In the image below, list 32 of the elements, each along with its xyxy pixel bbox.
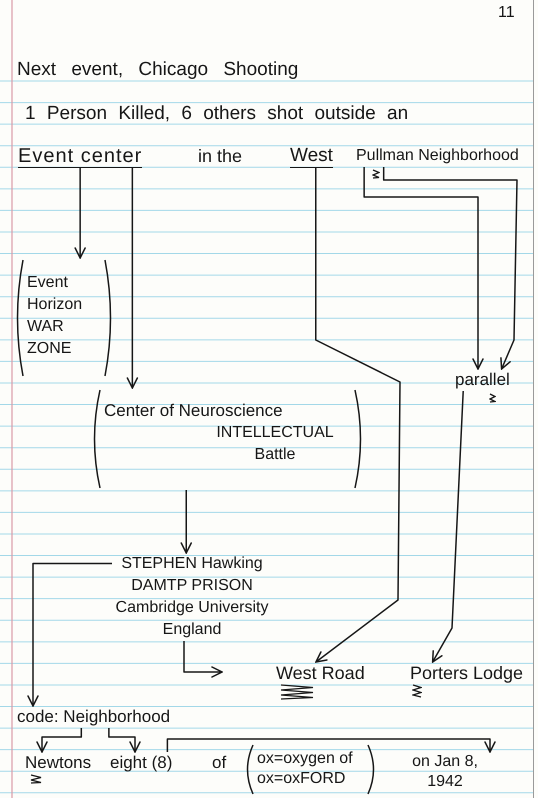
note-text: of bbox=[212, 752, 226, 774]
note-text: on Jan 8, 1942 bbox=[395, 752, 495, 792]
arrow bbox=[36, 728, 82, 753]
note-text: INTELLECTUAL Battle bbox=[215, 423, 335, 465]
underlined-text: West bbox=[290, 145, 333, 168]
arrow bbox=[382, 167, 518, 370]
note-text: STEPHEN Hawking DAMTP PRISON Cambridge University England bbox=[112, 553, 272, 641]
note-text: Pullman Neighborhood bbox=[356, 145, 519, 167]
note-text: 1 Person Killed, 6 others shot outside an bbox=[25, 103, 408, 125]
underlined-text: Event center bbox=[18, 145, 142, 168]
note-text: Center of Neuroscience bbox=[104, 400, 284, 422]
arrow bbox=[166, 738, 496, 753]
arrow bbox=[180, 490, 192, 554]
note-text: Event Horizon WAR ZONE bbox=[27, 273, 84, 359]
note-text: code: Neighborhood bbox=[17, 706, 170, 728]
note-text: eight (8) bbox=[110, 752, 172, 774]
note-text: Newtons bbox=[25, 752, 92, 774]
arrow bbox=[363, 167, 484, 370]
arrow bbox=[432, 390, 464, 663]
arrow bbox=[108, 728, 141, 753]
note-text: ox=oxygen of ox=oxFORD bbox=[257, 749, 354, 789]
note-text: Porters Lodge bbox=[410, 662, 524, 684]
note-text: Next event, Chicago Shooting bbox=[17, 59, 298, 81]
page-number: 11 bbox=[498, 3, 515, 23]
note-text: parallel bbox=[455, 369, 510, 391]
note-text: in the bbox=[198, 145, 242, 167]
note-text: West Road bbox=[276, 662, 365, 684]
arrow bbox=[27, 562, 112, 707]
arrow bbox=[315, 168, 401, 663]
arrow bbox=[74, 168, 86, 259]
arrow bbox=[183, 641, 223, 678]
arrow bbox=[126, 168, 138, 389]
